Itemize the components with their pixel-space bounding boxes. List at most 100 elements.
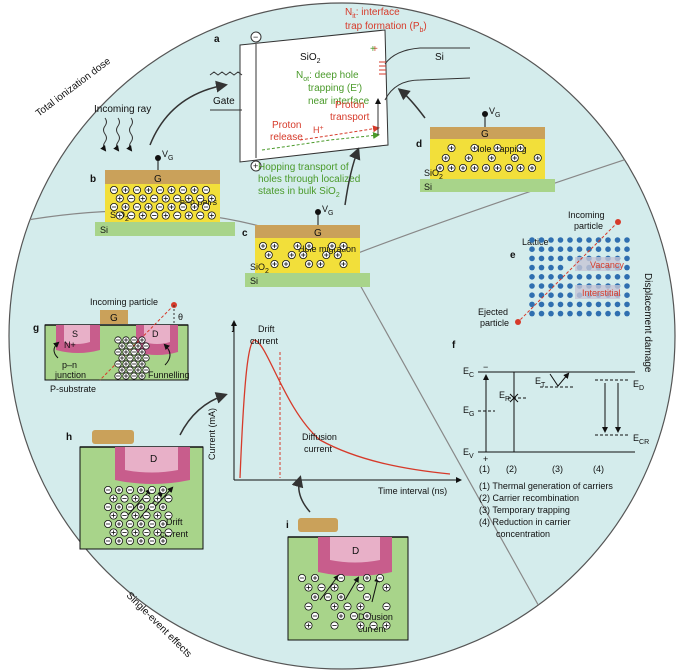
lattice-atom bbox=[529, 264, 535, 271]
lattice-atom bbox=[548, 237, 554, 243]
lattice-atom bbox=[567, 292, 573, 299]
panel-f-legend-2: (2) Carrier recombination bbox=[479, 493, 579, 503]
panel-f-et: ET bbox=[535, 376, 546, 389]
panel-a-oxide: SiO2 bbox=[300, 52, 321, 65]
lattice-atom bbox=[557, 283, 564, 289]
panel-a-hopping1: Hopping transport of bbox=[258, 162, 349, 173]
lattice-atom bbox=[557, 246, 564, 252]
lattice-atom bbox=[586, 246, 592, 252]
panel-g-pn1: p–n bbox=[62, 360, 77, 370]
arrow-d-to-a bbox=[397, 88, 426, 119]
panel-j-drift2: current bbox=[250, 336, 279, 346]
panel-i-letter: i bbox=[286, 520, 289, 531]
svg-text:+: + bbox=[370, 44, 376, 55]
panel-c-vg: VG bbox=[322, 204, 333, 217]
lattice-atom bbox=[614, 274, 621, 280]
lattice-atom bbox=[538, 310, 545, 317]
panel-f-col-4: (4) bbox=[593, 464, 604, 474]
panel-g-pn2: junction bbox=[54, 370, 86, 380]
panel-j-drift1: Drift bbox=[258, 324, 275, 334]
panel-b-gate: G bbox=[154, 174, 162, 185]
panel-d: VG G d Hole trapping SiO2 Si bbox=[416, 106, 555, 192]
panel-f-eg: EG bbox=[463, 405, 474, 418]
panel-b: Incoming ray VG G b SiO2 e–h pairs Si bbox=[90, 104, 235, 236]
lattice-atom bbox=[614, 246, 621, 252]
lattice-atom bbox=[548, 264, 554, 271]
panel-f-legend-1: (1) Thermal generation of carriers bbox=[479, 481, 613, 491]
panel-d-letter: d bbox=[416, 139, 422, 150]
panel-a-not: Not: deep hole bbox=[296, 70, 359, 83]
arrow-h-to-j bbox=[179, 392, 228, 436]
lattice-atom bbox=[529, 301, 535, 308]
svg-text:+: + bbox=[253, 161, 258, 171]
lattice-atom bbox=[624, 264, 630, 271]
lattice-atom bbox=[614, 310, 621, 317]
lattice-atom bbox=[538, 264, 545, 271]
panel-e-ejected2: particle bbox=[480, 318, 509, 328]
panel-h-drain: D bbox=[150, 454, 157, 465]
lattice-atom bbox=[567, 246, 573, 252]
lattice-atom bbox=[614, 237, 621, 243]
lattice-atom bbox=[595, 237, 602, 243]
lattice-atom bbox=[586, 310, 592, 317]
lattice-atom bbox=[548, 301, 554, 308]
lattice-atom bbox=[595, 274, 602, 280]
svg-text:+: + bbox=[483, 454, 488, 464]
lattice-atom bbox=[557, 301, 564, 308]
lattice-atom bbox=[605, 246, 611, 252]
lattice-atom bbox=[614, 301, 621, 308]
panel-c-gate: G bbox=[314, 228, 322, 239]
lattice-atom bbox=[595, 246, 602, 252]
lattice-atom bbox=[548, 283, 554, 289]
lattice-atom bbox=[624, 301, 630, 308]
svg-text:+: + bbox=[372, 44, 378, 55]
svg-text:−: − bbox=[483, 362, 488, 372]
lattice-atom bbox=[557, 292, 564, 299]
lattice-atom bbox=[576, 274, 583, 280]
panel-f-col-1: (1) bbox=[479, 464, 490, 474]
panel-e-ejected1: Ejected bbox=[478, 307, 508, 317]
lattice-atom bbox=[557, 310, 564, 317]
lattice-atom bbox=[605, 237, 611, 243]
panel-a-nit: Nit: interface bbox=[345, 7, 400, 20]
lattice-atom bbox=[624, 255, 630, 262]
panel-g-gate: G bbox=[110, 313, 118, 324]
lattice-atom bbox=[567, 255, 573, 262]
panel-g-source: S bbox=[72, 329, 78, 339]
panel-f-er: ER bbox=[499, 390, 510, 403]
panel-d-si: Si bbox=[424, 182, 432, 192]
panel-c-si: Si bbox=[250, 276, 258, 286]
panel-c-label: Hole migration bbox=[298, 244, 356, 254]
panel-a-letter: a bbox=[214, 34, 220, 45]
lattice-atom bbox=[567, 283, 573, 289]
panel-b-si: Si bbox=[100, 225, 108, 235]
panel-f-letter: f bbox=[452, 340, 456, 351]
lattice-atom bbox=[624, 246, 630, 252]
panel-j-current-curve bbox=[239, 339, 451, 479]
panel-e-incoming1: Incoming bbox=[568, 210, 605, 220]
lattice-atom bbox=[538, 301, 545, 308]
lattice-atom bbox=[624, 283, 630, 289]
lattice-atom bbox=[548, 274, 554, 280]
lattice-atom bbox=[567, 274, 573, 280]
panel-h: D h Drift current bbox=[66, 430, 204, 550]
lattice-atom bbox=[548, 246, 554, 252]
panel-b-incoming: Incoming ray bbox=[94, 104, 151, 115]
panel-c-letter: c bbox=[242, 228, 248, 239]
panel-f-col-3: (3) bbox=[552, 464, 563, 474]
lattice-grid bbox=[529, 237, 630, 317]
panel-h-letter: h bbox=[66, 432, 72, 443]
lattice-atom bbox=[529, 255, 535, 262]
panel-g: G S N+ D Incoming particle θ g p–n junct… bbox=[33, 297, 190, 394]
arrow-b-to-a bbox=[149, 80, 228, 146]
panel-e: Incoming particle Lattice e Vacancy Inte… bbox=[478, 210, 630, 328]
panel-i-drain: D bbox=[352, 546, 359, 557]
panel-a-nit-desc: trap formation (Pb) bbox=[345, 21, 427, 34]
panel-g-theta: θ bbox=[178, 312, 183, 322]
arrow-c-to-a bbox=[344, 147, 361, 206]
panel-b-vg: VG bbox=[162, 149, 173, 162]
lattice-atom bbox=[624, 310, 630, 317]
lattice-atom bbox=[605, 274, 611, 280]
